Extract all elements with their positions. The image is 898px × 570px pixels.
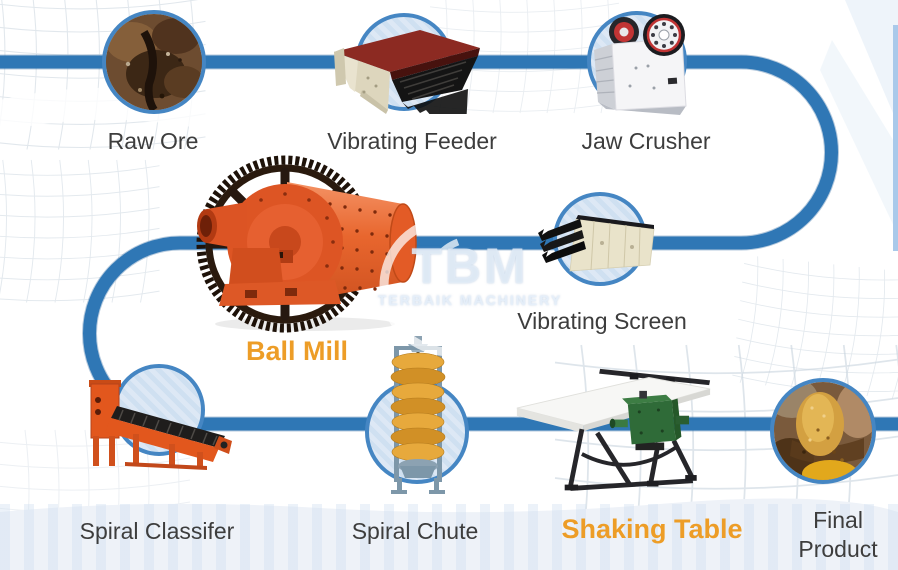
final-product-line1: Final [813, 507, 863, 533]
final-product-photo [770, 378, 876, 484]
jaw-crusher-illustration [594, 14, 687, 115]
stage-label-final-product: Final Product [798, 506, 877, 564]
final-product-line2: Product [798, 536, 878, 562]
stage-label-jaw-crusher: Jaw Crusher [581, 128, 711, 154]
bottom-band-stripes [0, 504, 898, 570]
vibrating-feeder-illustration [334, 30, 480, 114]
stage-label-shaking-table: Shaking Table [561, 514, 743, 544]
stage-label-ball-mill: Ball Mill [245, 336, 349, 366]
stage-label-raw-ore: Raw Ore [107, 128, 199, 154]
vibrating-screen-illustration [538, 215, 655, 272]
raw-ore-photo [102, 10, 206, 114]
stage-label-spiral-classifier: Spiral Classifer [79, 518, 235, 544]
shaking-table-illustration [516, 368, 711, 491]
stage-label-spiral-chute: Spiral Chute [351, 518, 479, 544]
spiral-chute-illustration [390, 336, 446, 494]
stage-label-vibrating-feeder: Vibrating Feeder [327, 128, 497, 154]
stage-label-vibrating-screen: Vibrating Screen [517, 308, 687, 334]
ball-mill-illustration [196, 155, 417, 333]
spiral-classifier-illustration [89, 380, 232, 470]
